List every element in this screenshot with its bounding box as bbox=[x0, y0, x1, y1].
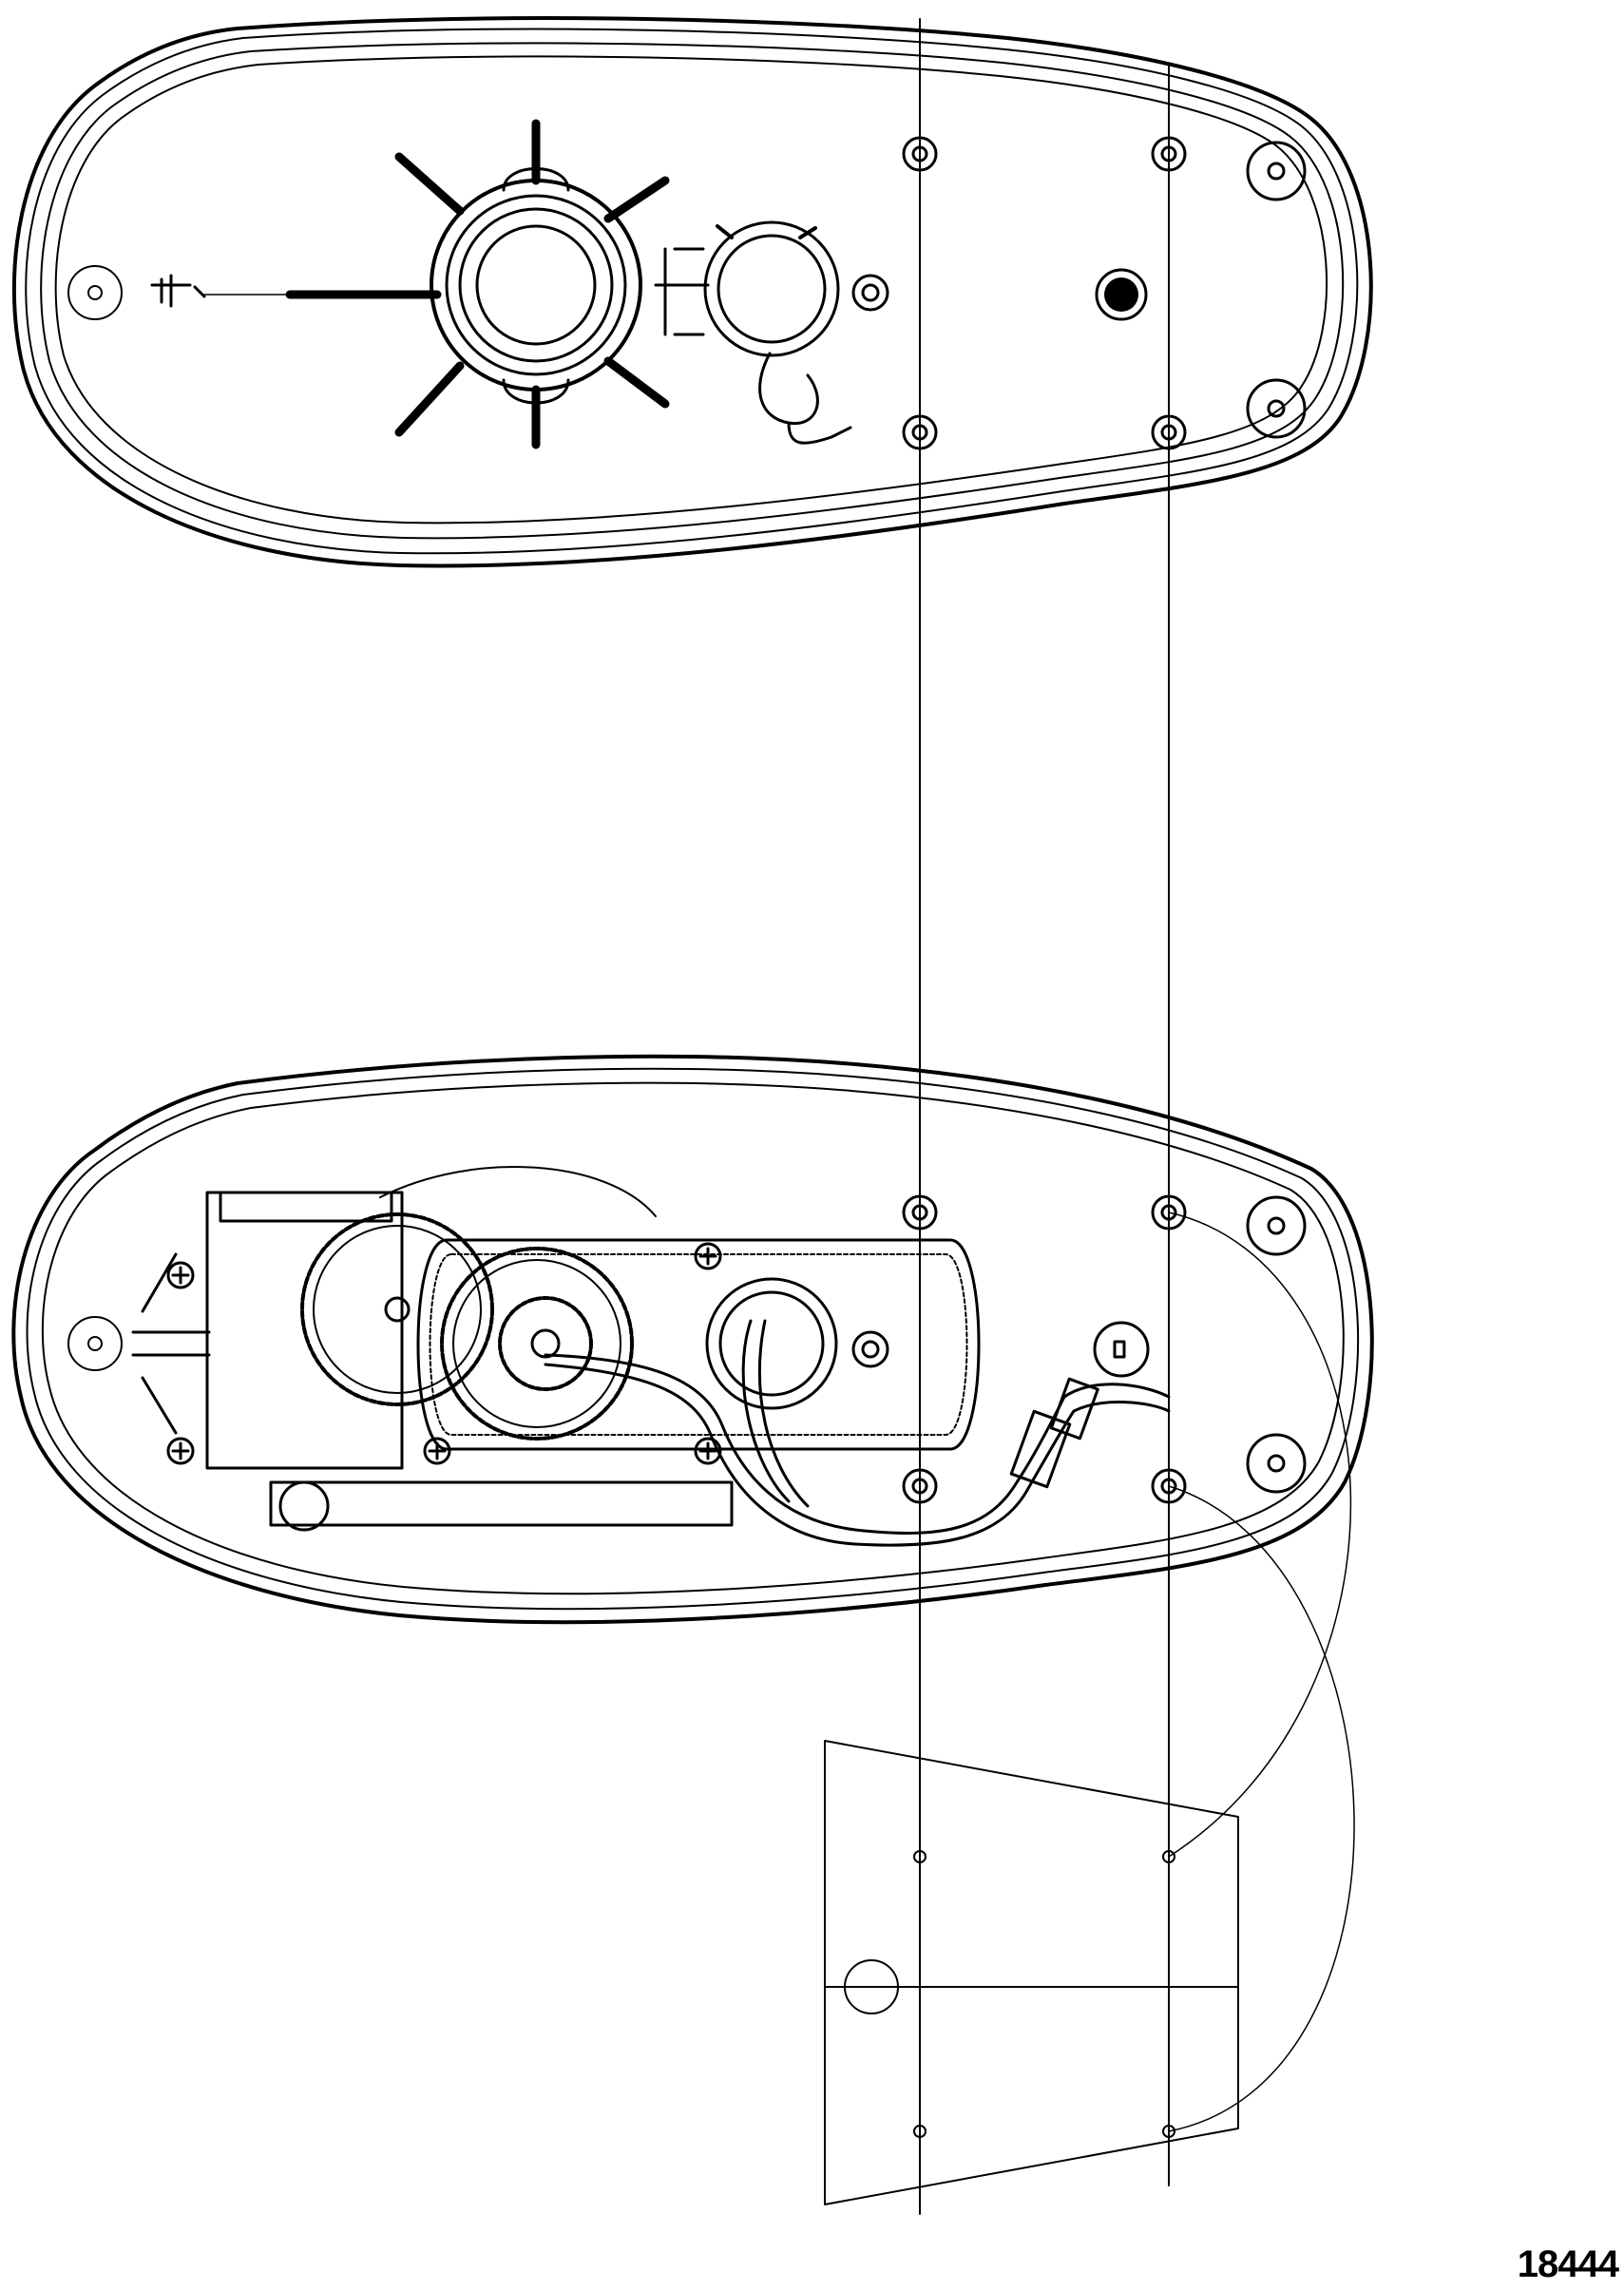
bow-mount-hole bbox=[67, 265, 123, 320]
receptacle-leads bbox=[741, 1319, 810, 1508]
receptacle-outer bbox=[703, 220, 840, 357]
gearbox-top bbox=[219, 1191, 393, 1223]
housing-top-outline-outer bbox=[11, 16, 1373, 568]
open-bow-bracket bbox=[131, 1252, 211, 1435]
housing-top-outline-rim bbox=[25, 28, 1359, 555]
housing-open-view bbox=[11, 1054, 1374, 1625]
receptacle-cap-lanyard bbox=[758, 352, 852, 445]
alignment-lines bbox=[919, 18, 1355, 2215]
receptacle-clip bbox=[716, 224, 817, 239]
drive-gear-large bbox=[300, 1212, 494, 1406]
template-large-hole bbox=[844, 1959, 899, 2014]
collar-tab-bottom bbox=[502, 378, 570, 405]
gearbox-screws bbox=[166, 1242, 722, 1465]
mount-plate-base bbox=[269, 1480, 734, 1527]
housing-open-outline-inner bbox=[41, 1081, 1345, 1595]
collar-tab-top bbox=[502, 167, 570, 192]
figure-number: 18444 bbox=[1517, 2243, 1619, 2285]
housing-open-outline-outer bbox=[11, 1054, 1374, 1625]
collar-spokes bbox=[394, 119, 670, 449]
motor-lead-cable-2 bbox=[544, 1363, 1171, 1547]
receptacle-bracket bbox=[654, 247, 710, 336]
bow-mount-hole-center bbox=[87, 285, 103, 300]
drive-gear-large-inner bbox=[313, 1225, 482, 1394]
column-collar-ring bbox=[445, 194, 627, 376]
column-collar-ring-2 bbox=[458, 207, 614, 363]
mounting-template bbox=[824, 1740, 1239, 2205]
open-bow-mount-hole bbox=[67, 1316, 123, 1371]
open-receptacle-outer bbox=[705, 1277, 838, 1410]
receptacle-inner bbox=[716, 234, 827, 344]
drive-belt-inner bbox=[429, 1253, 968, 1436]
pull-cord-handle bbox=[150, 274, 206, 308]
motor-lead-cable bbox=[544, 1353, 1171, 1535]
top-filled-plug-core bbox=[1104, 277, 1138, 312]
drive-gear-hub bbox=[384, 1296, 411, 1323]
housing-open-outline-rim bbox=[26, 1067, 1360, 1611]
drive-belt bbox=[416, 1238, 981, 1451]
template-outline bbox=[824, 1740, 1239, 2205]
inline-connector-2 bbox=[1049, 1377, 1099, 1441]
pinion-gear bbox=[498, 1296, 593, 1391]
belt-pulley-left bbox=[278, 1480, 330, 1532]
housing-top-view bbox=[11, 16, 1373, 568]
alignment-arc-upper bbox=[1168, 1212, 1351, 1858]
column-shaft bbox=[475, 224, 597, 346]
top-filled-plug bbox=[1095, 268, 1148, 321]
open-bow-mount-hole-center bbox=[87, 1336, 103, 1351]
alignment-arc-lower bbox=[1168, 1485, 1355, 2132]
housing-top-outline-inner bbox=[40, 42, 1345, 540]
housing-top-outline-deck bbox=[54, 55, 1328, 525]
idler-gear bbox=[440, 1247, 634, 1441]
open-receptacle-inner bbox=[718, 1290, 825, 1397]
pinion-gear-hub bbox=[530, 1328, 561, 1359]
top-mounting-holes bbox=[851, 136, 1307, 450]
idler-gear-inner bbox=[452, 1259, 621, 1428]
template-small-holes bbox=[913, 1850, 1175, 2138]
inline-connector bbox=[1009, 1409, 1072, 1489]
motor-cover-arc bbox=[379, 1166, 657, 1217]
